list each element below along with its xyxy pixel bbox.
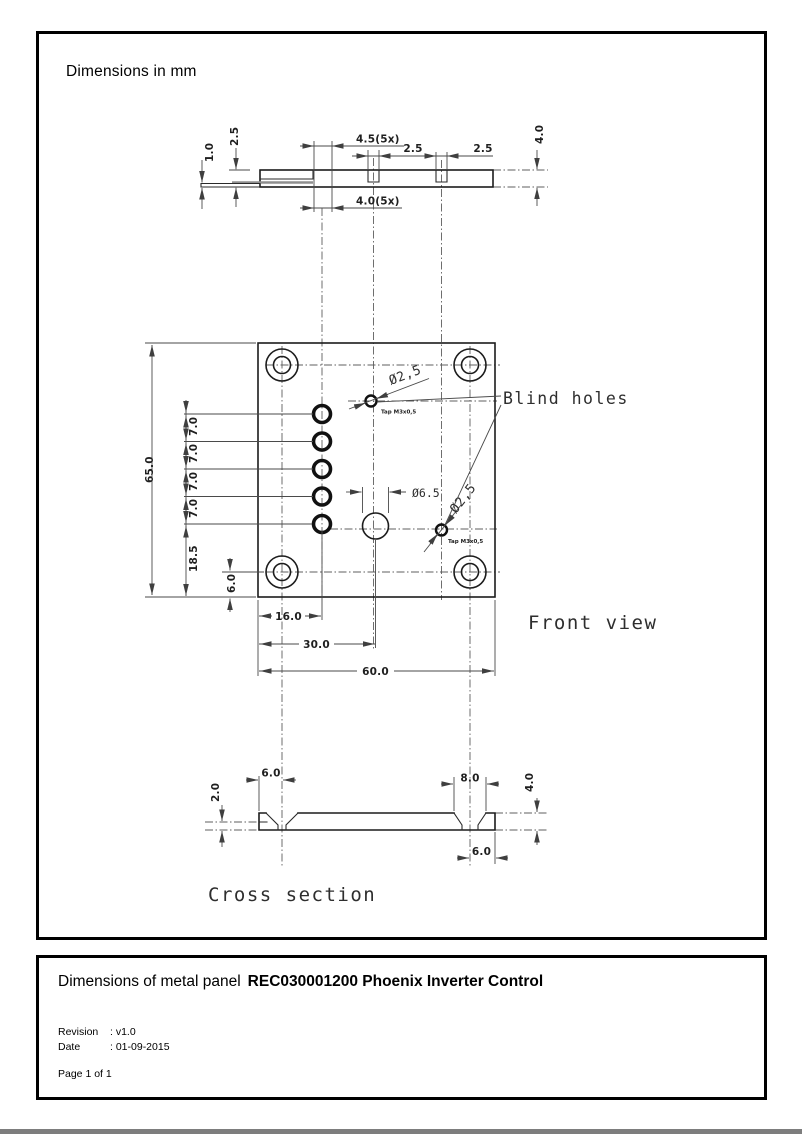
- page-info: Page 1 of 1: [58, 1068, 112, 1080]
- dim-blind-hole-dia-top: Ø2,5: [387, 363, 423, 389]
- corner-hole: [265, 348, 299, 382]
- technical-drawing: 4.5(5x) 2.5 2.5 4.0(5x) 1.0 2.5: [144, 125, 657, 906]
- dim-slot-length: 4.5(5x): [356, 134, 400, 146]
- tap-note-bottom: Tap M3x0,5: [448, 539, 483, 545]
- dim-countersink: 8.0: [460, 773, 479, 785]
- corner-hole: [265, 555, 299, 589]
- date-value: : 01-09-2015: [110, 1041, 170, 1053]
- blind-hole-bottom: [434, 523, 449, 537]
- front-view-label: Front view: [528, 612, 657, 634]
- dim-panel-thickness: 4.0: [534, 125, 546, 144]
- panel-step-line: [259, 169, 314, 180]
- center-hole: [361, 512, 390, 540]
- hole-column: [311, 403, 333, 535]
- dim-panel-height: 65.0: [144, 456, 156, 483]
- dim-column-offset: 16.0: [275, 611, 302, 623]
- blind-holes-label: Blind holes: [503, 389, 629, 408]
- dim-hole-pitch-3: 7.0: [188, 472, 200, 491]
- dim-hole-edge-top: 6.0: [261, 768, 280, 780]
- dim-slot-pitch-a: 2.5: [403, 143, 422, 155]
- slot-1: [367, 169, 380, 183]
- dim-hole-pitch-1: 7.0: [188, 417, 200, 436]
- panel-outline: [257, 342, 496, 598]
- front-view: 65.0 7.0 7.0 7.0 7.0 18.5 6.: [144, 342, 657, 678]
- title-product: REC030001200 Phoenix Inverter Control: [247, 973, 544, 990]
- dim-slot-length-b: 4.0(5x): [356, 196, 400, 208]
- dim-panel-width: 60.0: [362, 666, 389, 678]
- drawing-border: [36, 31, 767, 940]
- cross-section: 6.0 8.0 4.0 2.0 6.0 Cross section: [208, 768, 540, 906]
- slot-2: [435, 169, 448, 183]
- cross-section-label: Cross section: [208, 884, 376, 906]
- dim-thin-thickness: 1.0: [204, 143, 216, 162]
- dim-slot-pitch-b: 2.5: [473, 143, 492, 155]
- document-title: Dimensions of metal panel REC030001200 Ph…: [58, 973, 543, 991]
- dim-center-offset: 30.0: [303, 639, 330, 651]
- blind-hole-top: [364, 394, 378, 408]
- countersink-detail: [258, 812, 487, 831]
- dim-corner-offset: 6.0: [226, 574, 238, 593]
- tap-note-top: Tap M3x0,5: [381, 410, 416, 416]
- date-label: Date: [58, 1041, 81, 1053]
- dim-hole-pitch-2: 7.0: [188, 444, 200, 463]
- corner-hole: [453, 555, 487, 589]
- title-block: Dimensions of metal panel REC030001200 Ph…: [36, 955, 767, 1100]
- dim-hole-pitch-4: 7.0: [188, 499, 200, 518]
- revision-value: : v1.0: [110, 1026, 136, 1038]
- dim-hole-edge-bottom: 6.0: [472, 846, 491, 858]
- units-note: Dimensions in mm: [66, 63, 197, 80]
- date-row: Date : 01-09-2015: [58, 1041, 170, 1053]
- top-view: 4.5(5x) 2.5 2.5 4.0(5x) 1.0 2.5: [199, 125, 546, 212]
- title-prefix: Dimensions of metal panel: [58, 973, 241, 990]
- dim-bottom-offset: 18.5: [188, 545, 200, 572]
- dim-section-thickness: 4.0: [524, 773, 536, 792]
- centerlines: [205, 158, 548, 868]
- dim-step: 2.5: [229, 127, 241, 146]
- dim-center-hole-dia: Ø6.5: [412, 486, 440, 500]
- corner-hole: [453, 348, 487, 382]
- revision-row: Revision : v1.0: [58, 1026, 136, 1038]
- footer-bar: [0, 1129, 802, 1134]
- thin-plate-outline: [200, 182, 261, 188]
- revision-label: Revision: [58, 1026, 99, 1038]
- dim-edge-thickness: 2.0: [210, 783, 222, 802]
